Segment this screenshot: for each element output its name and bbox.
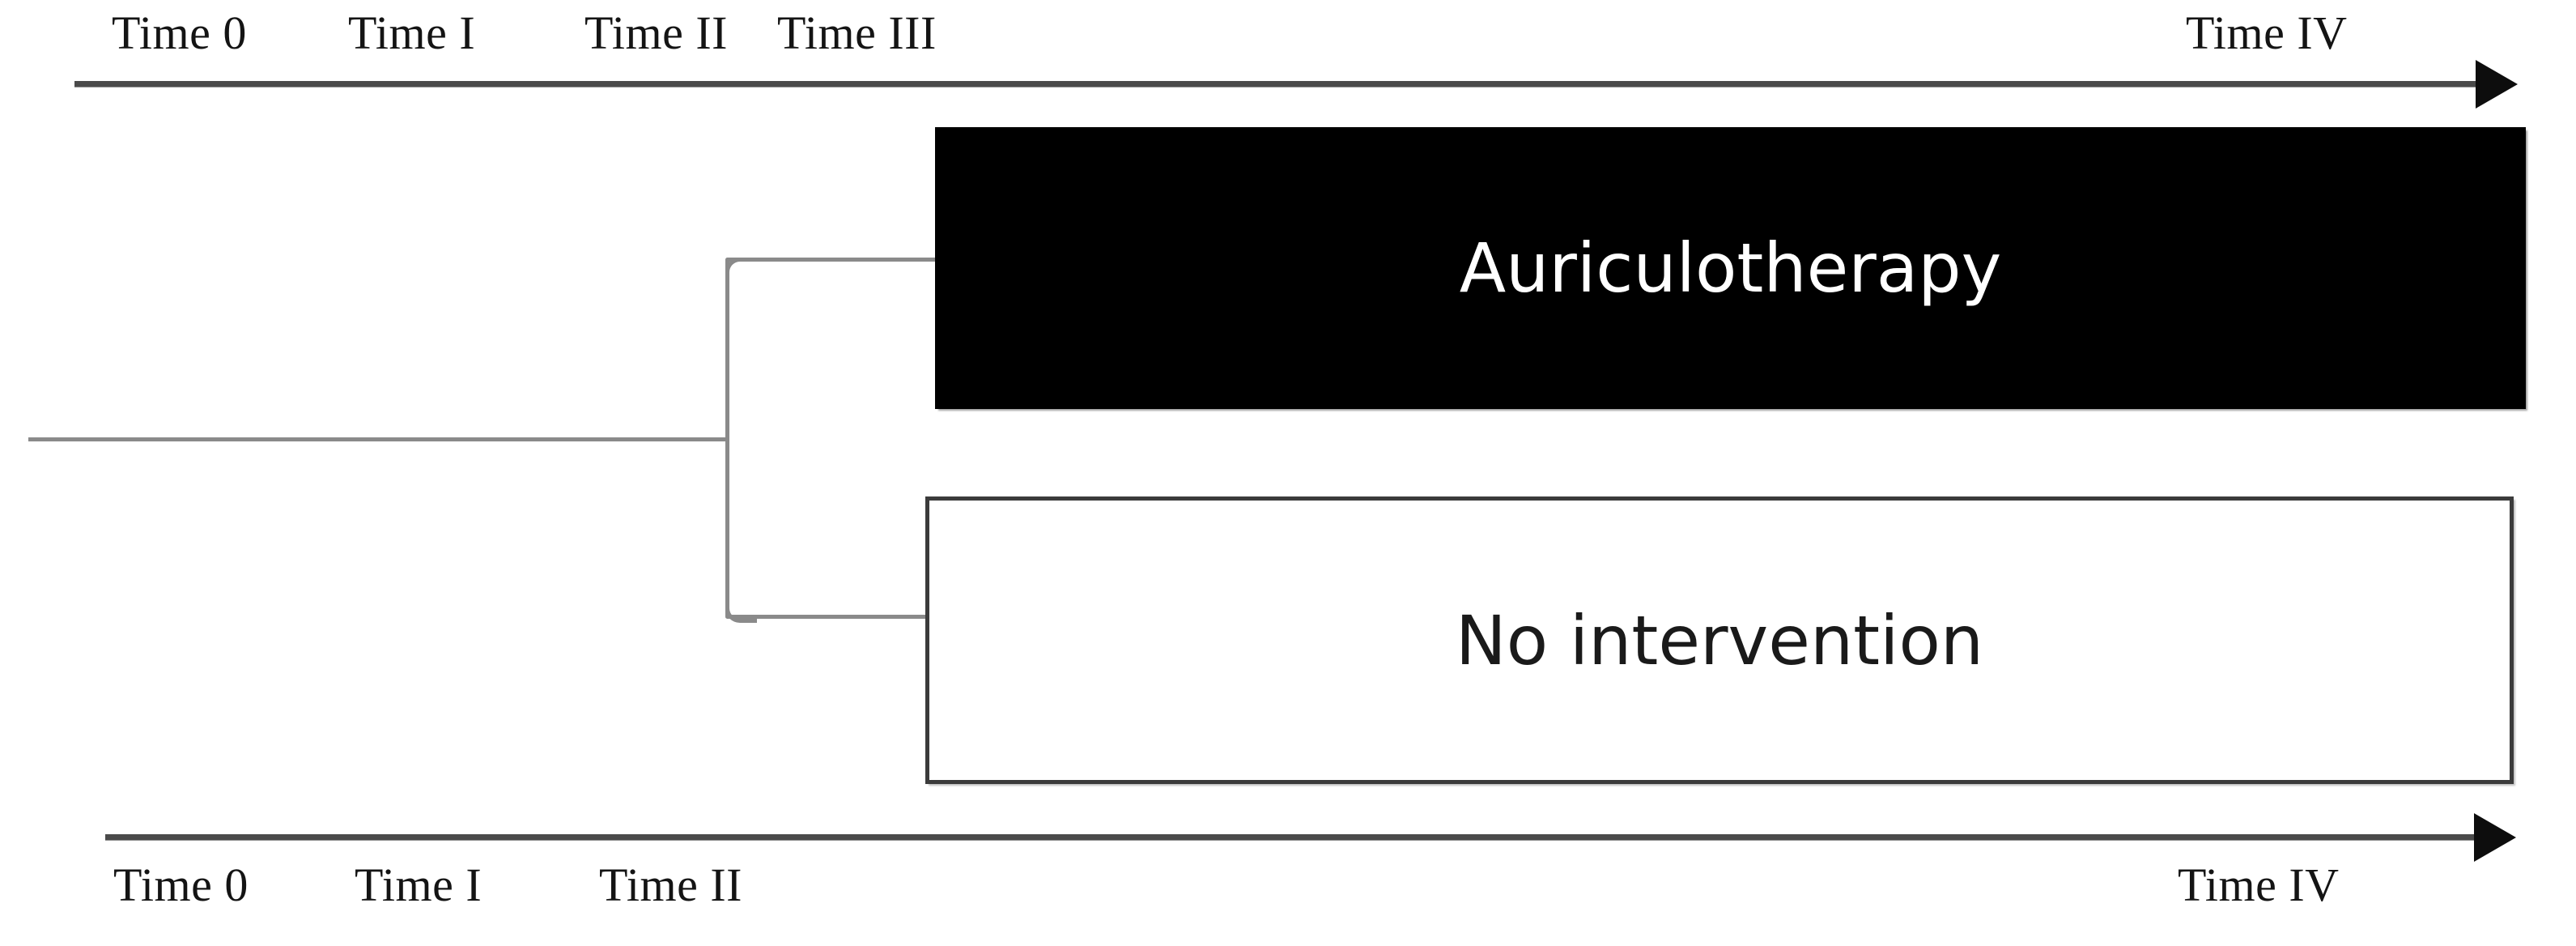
top-timeline-label-time-1: Time I (348, 6, 476, 59)
tree-elbow-upper (725, 258, 757, 289)
bottom-timeline-label-time-1: Time I (355, 859, 482, 911)
top-timeline-label-time-0: Time 0 (112, 6, 247, 59)
tree-vertical-connector (725, 258, 729, 619)
arm-label-no-intervention: No intervention (1455, 600, 1984, 680)
top-timeline-label-time-3: Time III (777, 6, 937, 59)
top-timeline-label-time-4: Time IV (2186, 6, 2348, 59)
arrow-right-icon (2474, 813, 2516, 862)
bottom-timeline-label-time-3: Time IV (2178, 859, 2340, 911)
bottom-timeline-rule (105, 834, 2479, 840)
tree-branch-to-treatment (727, 258, 936, 262)
arm-box-no-intervention[interactable]: No intervention (925, 496, 2514, 784)
bottom-timeline-label-time-0: Time 0 (113, 859, 249, 911)
top-timeline-label-time-2: Time II (584, 6, 728, 59)
tree-elbow-lower (725, 591, 757, 623)
arm-box-auriculotherapy[interactable]: Auriculotherapy (935, 127, 2526, 409)
bottom-timeline-label-time-2: Time II (599, 859, 742, 911)
tree-trunk-line (28, 437, 729, 441)
top-timeline-rule (74, 81, 2480, 87)
arm-label-auriculotherapy: Auriculotherapy (1459, 228, 2002, 308)
tree-branch-to-control (727, 615, 928, 619)
arrow-right-icon (2476, 60, 2518, 109)
